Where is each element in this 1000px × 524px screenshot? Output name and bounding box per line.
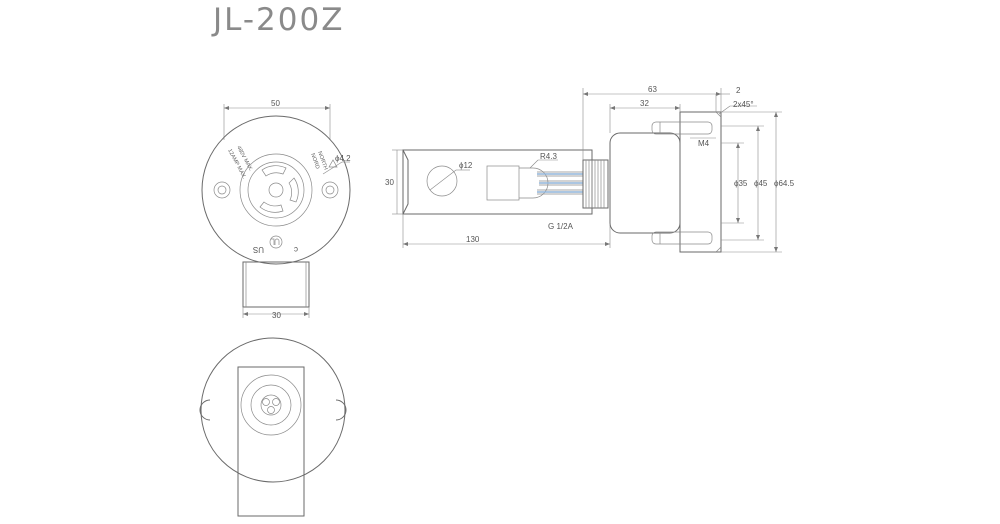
ul-logo-icon [269,235,283,249]
bottom-pin-2 [272,398,280,406]
dim-d35: ϕ35 [734,179,748,188]
dim-length-130: 130 [466,235,480,244]
dim-hole-4-2: ϕ4.2 [335,154,351,163]
mount-hole-right [321,181,339,199]
bottom-ear-right [335,399,347,421]
dim-screw-m4: M4 [698,139,710,148]
mount-hole-left [213,181,231,199]
dim-inner-32: 32 [640,99,649,108]
dim-width-50: 50 [271,99,280,108]
housing-view: M4 63 32 2 2x45° ϕ35 ϕ45 [582,85,795,253]
bottom-ring-outer [240,374,302,436]
dim-chamfer: 2x45° [733,100,754,109]
dim-height-30: 30 [385,178,394,187]
side-view: 30 ϕ12 R4.3 G 1/2A 130 [385,149,611,248]
slot-top [261,165,287,177]
bottom-pin-3 [267,406,275,414]
slot-right [288,177,299,203]
bottom-body [237,366,305,517]
probe-body [402,149,593,215]
housing-body [609,132,681,234]
bottom-flange [200,337,346,483]
bottom-view [199,337,347,517]
screw-top [651,121,713,135]
flange-circle [201,115,351,265]
slot-bottom [259,201,284,213]
dim-window-12: ϕ12 [459,161,473,170]
dim-total-63: 63 [648,85,657,94]
dim-d64-5: ϕ64.5 [774,179,795,188]
photocell-holder [486,165,520,201]
dim-radius-4-3: R4.3 [540,152,557,161]
sensor-window [426,165,458,197]
side-label-2: NORD [309,153,320,170]
dim-base-30: 30 [272,311,281,320]
bottom-ear-left [199,399,211,421]
threaded-fitting [582,159,609,209]
cert-c: c [294,245,298,254]
connector-base [242,261,310,308]
cert-us: US [253,245,264,254]
center-contact [268,182,284,198]
cover-plate [679,111,722,253]
bottom-pin-1 [262,398,270,406]
bottom-ring-mid [250,384,292,426]
dim-edge-2: 2 [736,86,741,95]
dim-d45: ϕ45 [754,179,768,188]
screw-bottom [651,231,713,245]
north-arrow-icon [328,159,338,168]
receptacle-ring [239,153,313,227]
model-title: JL-200Z [213,2,345,38]
dim-thread: G 1/2A [548,222,574,231]
front-view: 50 12AMP MAX. 480V MAX. NORTH NORD c US … [201,99,351,320]
